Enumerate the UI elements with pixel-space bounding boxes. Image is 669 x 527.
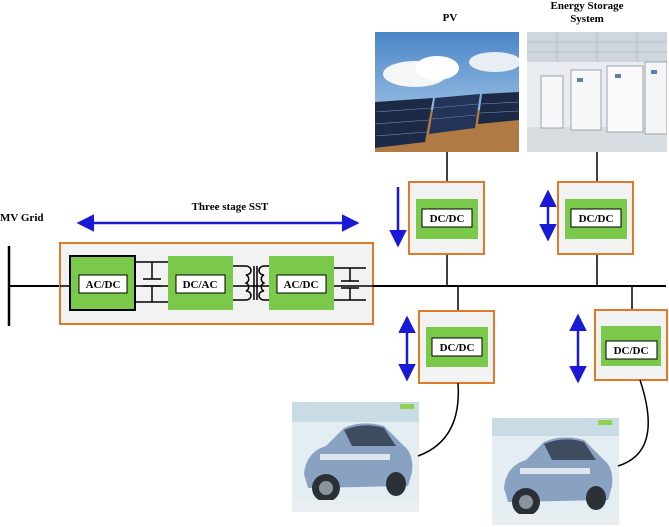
ev2-charging-cable bbox=[617, 379, 649, 467]
ess-converter-label: DC/DC bbox=[579, 213, 614, 225]
mv-grid-label: MV Grid bbox=[0, 212, 44, 224]
capacitor-symbol-1 bbox=[135, 261, 168, 303]
ev2-converter-label: DC/DC bbox=[614, 345, 649, 357]
pv-converter-label: DC/DC bbox=[430, 213, 465, 225]
ev-photo-2 bbox=[492, 418, 619, 525]
sst-title: Three stage SST bbox=[191, 201, 269, 213]
pv-label: PV bbox=[442, 12, 458, 24]
ess-photo bbox=[527, 32, 667, 152]
transformer-symbol bbox=[233, 265, 269, 301]
ev-photo-1 bbox=[292, 402, 419, 512]
sst-block-1-label: AC/DC bbox=[86, 279, 121, 291]
sst-block-2-label: DC/AC bbox=[183, 279, 218, 291]
ev1-charging-cable bbox=[417, 382, 460, 457]
ess-label-line2: System bbox=[570, 13, 604, 25]
ev1-converter-label: DC/DC bbox=[440, 342, 475, 354]
sst-block-3-label: AC/DC bbox=[284, 279, 319, 291]
ess-label-line1: Energy Storage bbox=[550, 0, 624, 12]
capacitor-symbol-2 bbox=[334, 267, 366, 301]
pv-photo bbox=[375, 32, 519, 152]
